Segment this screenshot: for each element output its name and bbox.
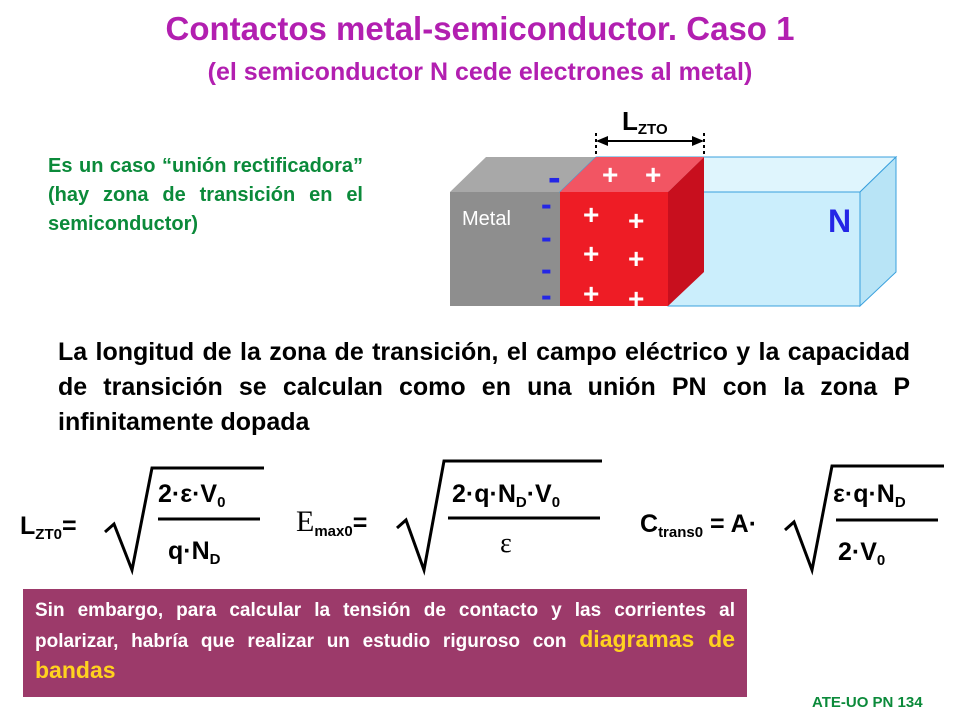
- formula-ctrans0-numerator: ε·q·ND: [833, 480, 906, 511]
- formula-emax0-numerator: 2·q·ND·V0: [452, 480, 561, 511]
- minus-sign: -: [541, 219, 552, 255]
- plus-sign: +: [602, 159, 618, 190]
- note-highlight: diagramas de bandas: [35, 626, 735, 683]
- formula-lzt0-lhs: LZT0=: [20, 512, 77, 543]
- sqrt-sign: [784, 464, 944, 576]
- formula-ctrans0-denominator: 2·V0: [838, 538, 886, 569]
- sqrt-sign: [396, 459, 602, 576]
- n-label: N: [828, 203, 851, 239]
- metal-top-face: [450, 157, 596, 192]
- plus-sign: +: [628, 205, 644, 236]
- lzto-arrow-right: [692, 136, 704, 146]
- intro-text: Es un caso “unión rectificadora” (hay zo…: [48, 155, 363, 235]
- main-paragraph: La longitud de la zona de transición, el…: [58, 338, 910, 436]
- formula-lzt0-root: [104, 466, 264, 576]
- formula-ctrans0-lhs: Ctrans0 = A·: [640, 510, 758, 541]
- formula-ctrans0-root: [784, 464, 944, 576]
- zone-side-face: [668, 157, 704, 306]
- plus-sign: +: [583, 278, 599, 309]
- minus-sign: -: [541, 277, 552, 313]
- formula-emax0-lhs: Emax0=: [296, 505, 368, 540]
- minus-sign: -: [541, 251, 552, 287]
- plus-sign: +: [583, 238, 599, 269]
- plus-sign: +: [583, 199, 599, 230]
- positive-charges: + + + + + + + +: [583, 159, 661, 314]
- metal-label: Metal: [462, 208, 511, 230]
- lzto-arrow-left: [596, 136, 608, 146]
- plus-sign: +: [628, 243, 644, 274]
- metal-front-face: [450, 192, 560, 306]
- lzto-label: LZTO: [622, 106, 668, 138]
- sqrt-sign: [104, 466, 264, 576]
- zone-front-face: [560, 192, 668, 306]
- plus-sign: +: [628, 283, 644, 314]
- minus-sign: -: [541, 186, 552, 222]
- formula-emax0-denominator: ε: [500, 528, 512, 559]
- page-title: Contactos metal-semiconductor. Caso 1: [165, 10, 795, 47]
- note-box: Sin embargo, para calcular la tensión de…: [23, 589, 747, 697]
- formula-emax0-root: [396, 459, 602, 576]
- metal-semiconductor-diagram: LZTO Metal N - - - - - + + + + + + + +: [450, 106, 898, 314]
- minus-sign: -: [548, 157, 561, 199]
- page-subtitle: (el semiconductor N cede electrones al m…: [207, 58, 753, 86]
- zone-top-face: [560, 157, 704, 192]
- footer-label: ATE-UO PN 134: [812, 694, 923, 711]
- formula-lzt0-numerator: 2·ε·V0: [158, 480, 226, 511]
- plus-sign: +: [645, 159, 661, 190]
- formula-lzt0-denominator: q·ND: [168, 537, 221, 568]
- negative-charges: - - - - -: [541, 157, 561, 313]
- note-text: Sin embargo, para calcular la tensión de…: [35, 600, 735, 652]
